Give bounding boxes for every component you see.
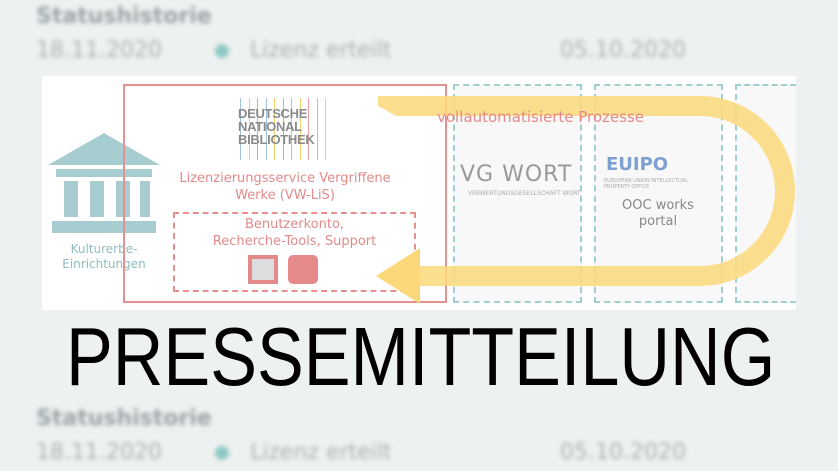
features-line-1: Benutzerkonto, — [244, 217, 345, 232]
status-date: 18.11.2020 — [36, 38, 162, 63]
status-history-heading: Statushistorie — [36, 4, 212, 29]
status-date: 05.10.2020 — [560, 440, 686, 465]
status-date: 18.11.2020 — [36, 440, 162, 465]
euipo-subtitle: EUROPEAN UNION INTELLECTUAL PROPERTY OFF… — [604, 178, 688, 190]
euipo-logo: EUIPO — [606, 154, 669, 175]
status-history-heading: Statushistorie — [36, 406, 212, 431]
vgwort-logo: VG WORT — [460, 162, 573, 187]
list-icon — [248, 255, 278, 284]
service-name-2: Werke (VW-LiS) — [235, 188, 335, 203]
status-date: 05.10.2020 — [560, 38, 686, 63]
service-name: Lizenzierungsservice Vergriffene — [179, 171, 391, 186]
features-line-2: Recherche-Tools, Support — [212, 234, 377, 249]
status-text: Lizenz erteilt — [250, 440, 392, 465]
process-arrow — [376, 96, 795, 304]
book-database-icon — [288, 255, 318, 284]
museum-building-icon — [48, 133, 160, 233]
status-text: Lizenz erteilt — [250, 38, 392, 63]
ooc-portal-caption: OOC works portal — [622, 198, 694, 229]
page-title: PRESSEMITTEILUNG — [66, 310, 776, 403]
process-label: vollautomatisierte Prozesse — [437, 108, 645, 126]
timeline-dot — [215, 44, 229, 58]
vgwort-subtitle: VERWERTUNGSGESELLSCHAFT WORT — [468, 190, 581, 197]
service-box — [123, 84, 447, 303]
timeline-dot — [215, 446, 229, 460]
